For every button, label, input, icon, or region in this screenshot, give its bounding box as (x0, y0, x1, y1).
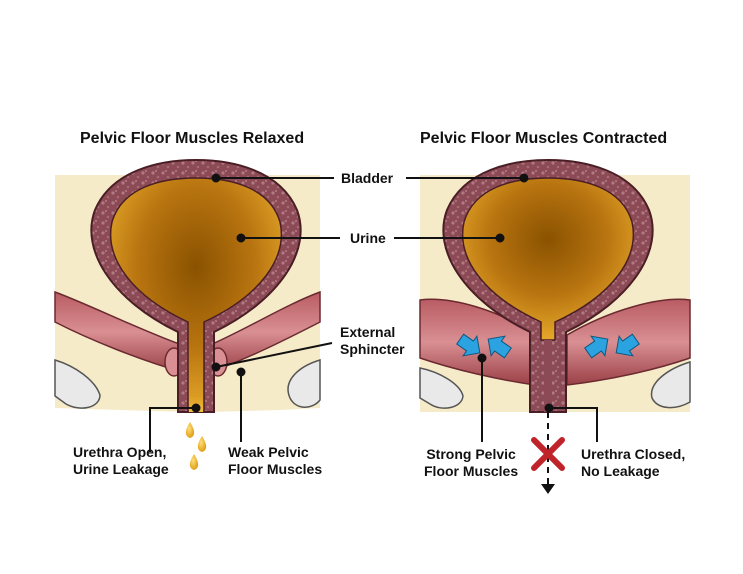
contracted-panel-title: Pelvic Floor Muscles Contracted (420, 130, 668, 147)
urine-label: Urine (350, 230, 386, 246)
relaxed-panel (54, 158, 321, 470)
relaxed-urethra-label: Urethra Open, Urine Leakage (73, 444, 169, 477)
contraction-arrow-icon (456, 333, 640, 359)
relaxed-urine-drop (189, 454, 199, 470)
contracted-urine (462, 177, 634, 341)
leader-lines (149, 173, 598, 452)
external-sphincter-label: External Sphincter (340, 324, 405, 357)
relaxed-panel-title: Pelvic Floor Muscles Relaxed (80, 130, 305, 147)
blocked-x-icon (531, 437, 565, 471)
contracted-right-bone (650, 360, 691, 409)
bladder-label: Bladder (341, 170, 394, 186)
contracted-left-bone (419, 367, 464, 409)
contracted-panel (419, 158, 691, 494)
relaxed-urine-drop (197, 436, 207, 452)
no-flow-arrowhead-icon (541, 484, 555, 494)
relaxed-left-bone (54, 358, 101, 409)
contracted-urethra-label: Urethra Closed, No Leakage (581, 446, 686, 479)
relaxed-urine-drop (185, 422, 195, 438)
strong-muscles-label: Strong Pelvic Floor Muscles (424, 446, 519, 479)
weak-muscles-label: Weak Pelvic Floor Muscles (228, 444, 323, 477)
relaxed-right-bone (287, 358, 321, 408)
contracted-urethra-closed (544, 340, 552, 412)
